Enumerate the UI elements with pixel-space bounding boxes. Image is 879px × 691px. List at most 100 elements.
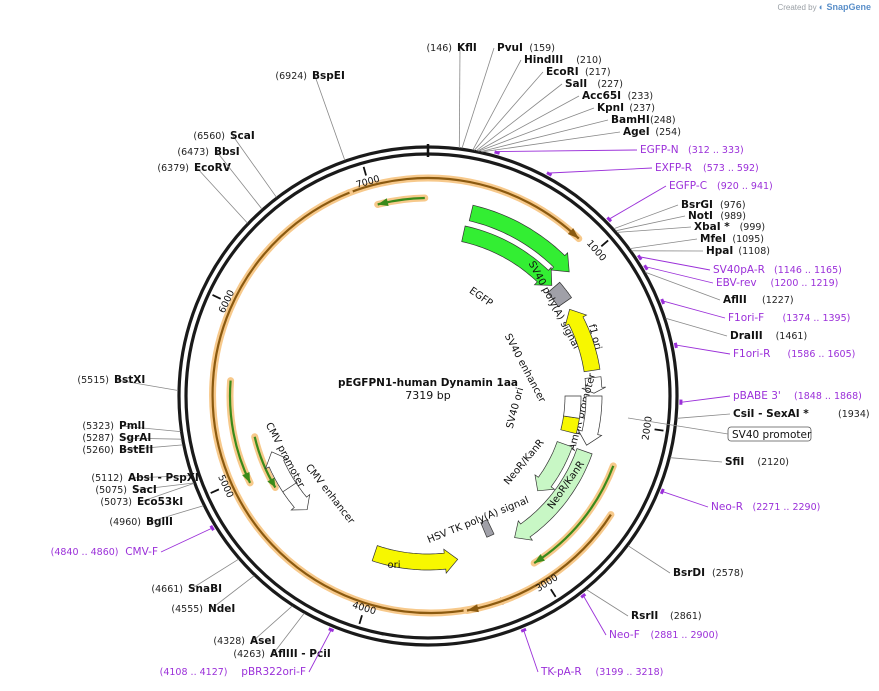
- primer-name: EGFP-N: [640, 144, 679, 156]
- primer-range: (1146 .. 1165): [774, 265, 842, 276]
- site-leader: [148, 505, 204, 523]
- feature-cmv-promoter[interactable]: [282, 482, 311, 511]
- site-ndei[interactable]: NdeI(4555): [171, 603, 235, 615]
- primer-mark: [546, 171, 553, 177]
- primer-pbr322ori-f[interactable]: pBR322ori-F(4108 .. 4127): [160, 666, 306, 678]
- site-xbai-[interactable]: XbaI *(999): [694, 221, 765, 233]
- primer-leader: [609, 185, 667, 220]
- site-mfei[interactable]: MfeI(1095): [700, 233, 764, 245]
- site-csii-sexai-[interactable]: CsiI - SexAI *(1934): [733, 408, 870, 420]
- site-pmli[interactable]: PmlI(5323): [82, 420, 145, 432]
- site-ecori[interactable]: EcoRI(217): [546, 66, 611, 78]
- site-hindiii[interactable]: HindIII(210): [524, 54, 602, 66]
- orf-line[interactable]: [533, 465, 615, 565]
- feature-ampr-promoter[interactable]: [581, 376, 606, 394]
- primer-egfp-c[interactable]: EGFP-C(920 .. 941): [669, 180, 773, 192]
- site-agei[interactable]: AgeI(254): [623, 126, 681, 138]
- feature-cmv-enhancer[interactable]: [264, 451, 299, 495]
- site-leader: [480, 119, 609, 152]
- tick-mark: [600, 239, 609, 248]
- site-position: (5112): [91, 473, 123, 484]
- site-kfli[interactable]: KflI(146): [426, 42, 476, 54]
- primer-egfp-n[interactable]: EGFP-N(312 .. 333): [640, 144, 744, 156]
- primer-range: (1848 .. 1868): [794, 391, 862, 402]
- feature-sv40-promoter[interactable]: [577, 395, 603, 446]
- site-bglii[interactable]: BglII(4960): [109, 516, 173, 528]
- site-hpai[interactable]: HpaI(1108): [706, 245, 770, 257]
- site-bspei[interactable]: BspEI(6924): [275, 70, 344, 82]
- site-name: NdeI: [208, 603, 235, 615]
- site-bsrgi[interactable]: BsrGI(976): [681, 199, 746, 211]
- site-noti[interactable]: NotI(989): [688, 210, 746, 222]
- feature-neor-kanr[interactable]: [514, 448, 593, 541]
- primer-name: pBR322ori-F: [241, 666, 306, 678]
- site-asei[interactable]: AseI(4328): [213, 635, 275, 647]
- site-name: SnaBI: [188, 583, 222, 595]
- site-bamhi[interactable]: BamHI(248): [611, 114, 676, 126]
- site-position: (146): [426, 43, 452, 54]
- orf-line[interactable]: [211, 191, 513, 615]
- site-afliii-pcii[interactable]: AflIII - PciI(4263): [233, 648, 330, 660]
- primer-tk-pa-r[interactable]: TK-pA-R(3199 .. 3218): [540, 666, 663, 678]
- sv40-promoter-callout[interactable]: SV40 promoter: [732, 429, 812, 441]
- site-acc65i[interactable]: Acc65I(233): [582, 90, 653, 102]
- primer-exfp-r[interactable]: EXFP-R(573 .. 592): [655, 162, 759, 174]
- orf-arrow-icon: [534, 554, 545, 564]
- site-ecorv[interactable]: EcoRV(6379): [157, 162, 231, 174]
- site-bstxi[interactable]: BstXI(5515): [77, 374, 145, 386]
- site-name: BstXI: [114, 374, 145, 386]
- site-pvui[interactable]: PvuI(159): [497, 42, 555, 54]
- site-position: (1227): [762, 295, 794, 306]
- site-position: (2578): [712, 568, 744, 579]
- site-bbsi[interactable]: BbsI(6473): [177, 146, 239, 158]
- site-snabi[interactable]: SnaBI(4661): [151, 583, 222, 595]
- primer-pbabe-3-[interactable]: pBABE 3'(1848 .. 1868): [733, 390, 862, 402]
- primer-neo-r[interactable]: Neo-R(2271 .. 2290): [711, 501, 820, 513]
- site-sali[interactable]: SalI (227): [565, 78, 623, 90]
- orf-line[interactable]: [466, 514, 612, 612]
- site-scai[interactable]: ScaI(6560): [193, 130, 254, 142]
- primer-sv40pa-r[interactable]: SV40pA-R(1146 .. 1165): [713, 264, 842, 276]
- primer-leader: [549, 167, 653, 174]
- primer-name: TK-pA-R: [540, 666, 582, 678]
- site-bsteii[interactable]: BstEII(5260): [82, 444, 153, 456]
- site-sfii[interactable]: SfiI(2120): [725, 456, 789, 468]
- feature-ori[interactable]: [371, 545, 459, 574]
- site-bsrdi[interactable]: BsrDI(2578): [673, 567, 744, 579]
- feature-neor-kanr-2[interactable]: [534, 441, 573, 492]
- tick-mark: [550, 588, 557, 598]
- feature-sv40-enhancer[interactable]: [563, 395, 582, 419]
- feature-egfp[interactable]: [468, 204, 570, 273]
- feature-egfp2[interactable]: [461, 225, 553, 286]
- orf-line[interactable]: [347, 176, 580, 240]
- feature-hsv-tk-polya[interactable]: [480, 519, 495, 538]
- restriction-sites: KflI(146) PvuI(159)HindIII(210)EcoRI(217)…: [77, 42, 869, 660]
- feature-f1-ori[interactable]: [564, 308, 601, 373]
- primer-ebv-rev[interactable]: EBV-rev(1200 .. 1219): [716, 277, 838, 289]
- primer-cmv-f[interactable]: CMV-F(4840 .. 4860): [51, 546, 158, 558]
- site-draiii[interactable]: DraIII(1461): [730, 330, 807, 342]
- site-sgrai[interactable]: SgrAI (5287): [82, 432, 151, 444]
- site-rsrii[interactable]: RsrII(2861): [631, 610, 702, 622]
- site-position: (5287): [82, 433, 114, 444]
- feature-sv40-ori[interactable]: [560, 415, 580, 435]
- site-name: SalI: [565, 78, 587, 90]
- site-name: SgrAI: [119, 432, 151, 444]
- primer-f1ori-f[interactable]: F1ori-F(1374 .. 1395): [728, 312, 850, 324]
- tick-mark: [654, 428, 664, 432]
- site-position: (227): [597, 79, 623, 90]
- site-name: PvuI: [497, 42, 523, 54]
- site-eco53ki[interactable]: Eco53kI(5073): [100, 496, 183, 508]
- feature-sv40-polya[interactable]: [547, 281, 572, 308]
- primer-sites: EGFP-N(312 .. 333) EXFP-R(573 .. 592) EGFP…: [51, 144, 862, 678]
- primer-range: (573 .. 592): [703, 163, 759, 174]
- primer-mark: [673, 342, 678, 349]
- site-saci[interactable]: SacI(5075): [95, 484, 156, 496]
- site-kpni[interactable]: KpnI(237): [597, 102, 655, 114]
- primer-name: EBV-rev: [716, 277, 757, 289]
- primer-f1ori-r[interactable]: F1ori-R(1586 .. 1605): [733, 348, 855, 360]
- site-absi-pspxi[interactable]: AbsI - PspXI(5112): [91, 472, 198, 484]
- sv40-promoter-callout-line: [627, 417, 729, 435]
- primer-neo-f[interactable]: Neo-F(2881 .. 2900): [609, 629, 718, 641]
- site-aflii[interactable]: AflII(1227): [723, 294, 794, 306]
